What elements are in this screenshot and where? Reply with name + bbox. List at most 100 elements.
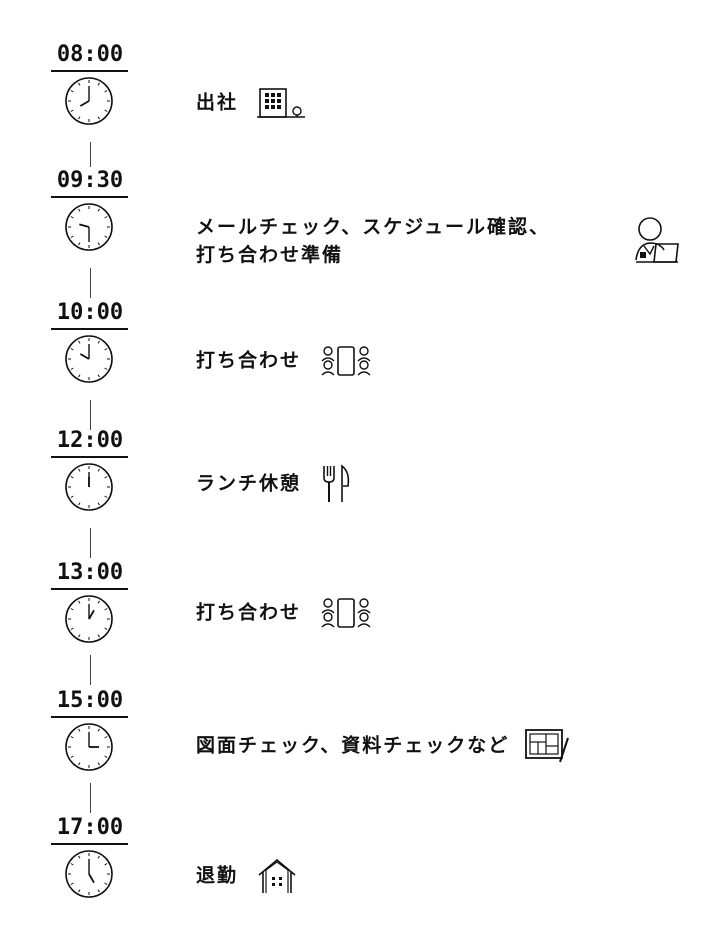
schedule-entry: 09:30 メールチェック、スケジュール確認、 打ち合わせ準備 — [0, 168, 721, 278]
clock-tick — [78, 634, 81, 638]
clock-tick — [70, 235, 74, 238]
activity-label: 図面チェック、資料チェックなど — [196, 728, 570, 764]
clock-icon — [65, 463, 113, 511]
clock-tick — [70, 367, 74, 370]
clock-hour-hand — [79, 223, 90, 228]
activity-text: 打ち合わせ — [196, 349, 302, 372]
clock-tick — [70, 755, 74, 758]
clock-tick — [104, 882, 108, 885]
clock-tick — [70, 476, 74, 479]
clock-face — [65, 77, 113, 125]
meeting-table-icon — [320, 597, 374, 629]
clock-tick — [70, 109, 74, 112]
clock-tick — [97, 340, 100, 344]
time-label: 10:00 — [56, 300, 124, 325]
house-icon — [257, 857, 297, 895]
clock-tick — [97, 634, 100, 638]
time-underline — [51, 70, 128, 72]
clock-tick — [70, 627, 74, 630]
activity-text: 打ち合わせ — [196, 601, 302, 624]
time-label: 17:00 — [56, 815, 124, 840]
activity-text: 退勤 — [196, 864, 239, 887]
clock-tick — [78, 600, 81, 604]
clock-tick — [78, 208, 81, 212]
clock-icon — [65, 723, 113, 771]
clock-tick — [97, 82, 100, 86]
office-building-icon — [256, 87, 307, 119]
time-label: 09:30 — [56, 168, 124, 193]
clock-tick — [70, 348, 74, 351]
clock-icon — [65, 595, 113, 643]
schedule-entry: 10:00 打ち合わせ — [0, 300, 721, 395]
clock-tick — [97, 889, 100, 893]
activity-text: ランチ休憩 — [196, 472, 302, 495]
clock-tick — [78, 468, 81, 472]
activity-label: 出社 — [196, 87, 307, 119]
clock-tick — [104, 109, 108, 112]
clock-tick — [104, 608, 108, 611]
clock-tick — [78, 374, 81, 378]
clock-tick — [78, 762, 81, 766]
clock-tick — [97, 374, 100, 378]
clock-tick — [97, 600, 100, 604]
clock-tick — [104, 90, 108, 93]
clock-icon — [65, 335, 113, 383]
clock-tick — [97, 855, 100, 859]
clock-face — [65, 335, 113, 383]
clock-tick — [70, 495, 74, 498]
clock-tick — [78, 340, 81, 344]
clock-tick — [104, 367, 108, 370]
time-label: 08:00 — [56, 42, 124, 67]
clock-tick — [78, 82, 81, 86]
activity-label: 退勤 — [196, 857, 297, 895]
schedule-entry: 08:00 出社 — [0, 42, 721, 137]
clock-tick — [104, 627, 108, 630]
clock-tick — [78, 889, 81, 893]
time-underline — [51, 328, 128, 330]
timeline-connector — [90, 142, 91, 167]
clock-tick — [70, 736, 74, 739]
clock-tick — [104, 235, 108, 238]
clock-face — [65, 595, 113, 643]
clock-icon — [65, 77, 113, 125]
activity-label: ランチ休憩 — [196, 464, 352, 504]
clock-tick — [104, 736, 108, 739]
clock-tick — [78, 116, 81, 120]
clock-tick — [104, 495, 108, 498]
clock-tick — [104, 863, 108, 866]
activity-text: 出社 — [196, 91, 239, 114]
activity-label: 打ち合わせ — [196, 597, 374, 629]
clock-tick — [70, 608, 74, 611]
clock-face — [65, 723, 113, 771]
timeline-connector — [90, 783, 91, 813]
clock-tick — [97, 208, 100, 212]
time-label: 12:00 — [56, 428, 124, 453]
timeline-connector — [90, 528, 91, 558]
timeline-connector — [90, 268, 91, 298]
clock-tick — [78, 242, 81, 246]
clock-hour-hand — [79, 353, 90, 360]
clock-hour-hand — [79, 100, 90, 107]
clock-tick — [78, 502, 81, 506]
activity-label: メールチェック、スケジュール確認、 打ち合わせ準備 — [196, 213, 550, 269]
time-underline — [51, 588, 128, 590]
clock-tick — [97, 762, 100, 766]
clock-hour-hand — [88, 873, 95, 884]
clock-face — [65, 203, 113, 251]
activity-text-line-2: 打ち合わせ準備 — [196, 244, 344, 266]
clock-tick — [70, 882, 74, 885]
clock-tick — [104, 216, 108, 219]
clock-tick — [104, 348, 108, 351]
activity-text-line-1: メールチェック、スケジュール確認、 — [196, 216, 550, 238]
time-label: 15:00 — [56, 688, 124, 713]
timeline-connector — [90, 655, 91, 685]
fork-knife-icon — [320, 464, 352, 504]
clock-tick — [97, 116, 100, 120]
meeting-table-icon — [320, 345, 374, 377]
clock-face — [65, 463, 113, 511]
time-underline — [51, 456, 128, 458]
clock-hour-hand — [88, 609, 95, 620]
schedule-entry: 12:00 ランチ休憩 — [0, 428, 721, 523]
blueprint-tablet-icon — [524, 728, 570, 764]
